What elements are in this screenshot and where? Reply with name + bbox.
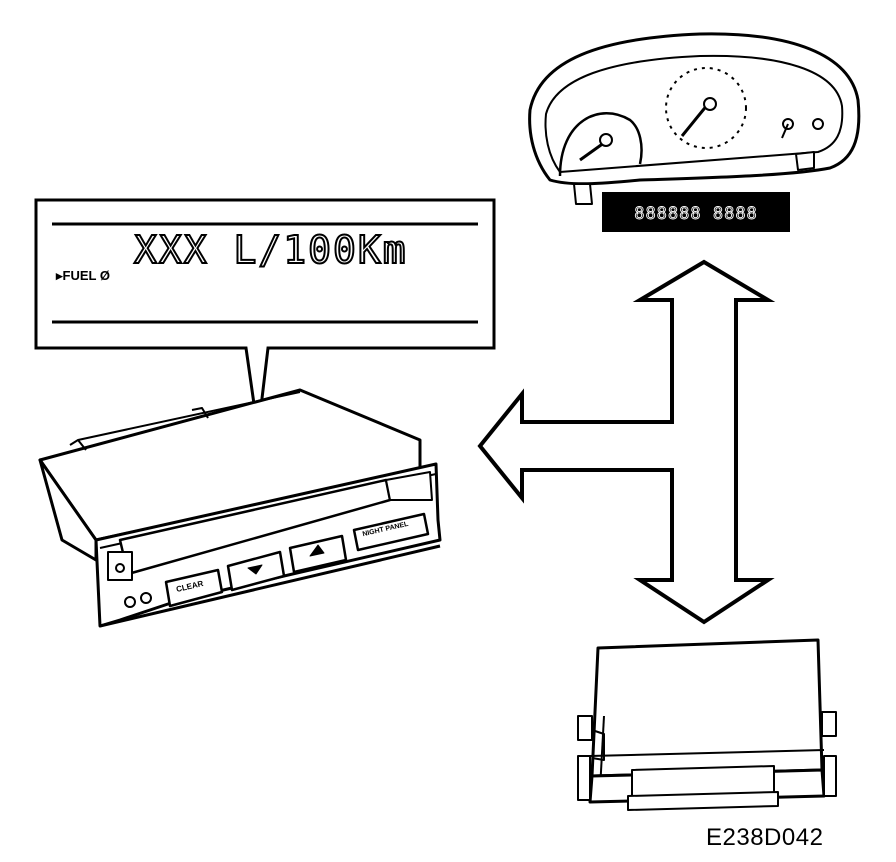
- display-callout: [34, 198, 496, 433]
- communication-arrow: [477, 259, 776, 625]
- display-reading: XXX L/100Km: [133, 227, 408, 273]
- fuel-menu-label: ▸FUEL Ø: [56, 268, 110, 283]
- up-button-shape[interactable]: [288, 534, 348, 574]
- instrument-cluster: [528, 32, 861, 205]
- clear-button-shape[interactable]: [164, 568, 224, 608]
- control-module: [577, 638, 837, 811]
- night-panel-button-shape[interactable]: [352, 512, 430, 552]
- figure-code: E238D042: [706, 824, 824, 851]
- sid-display-unit: [38, 388, 442, 628]
- down-button-shape[interactable]: [226, 550, 286, 592]
- segment-display: 888888 8888: [602, 192, 790, 232]
- segment-digits: 888888 8888: [634, 204, 758, 224]
